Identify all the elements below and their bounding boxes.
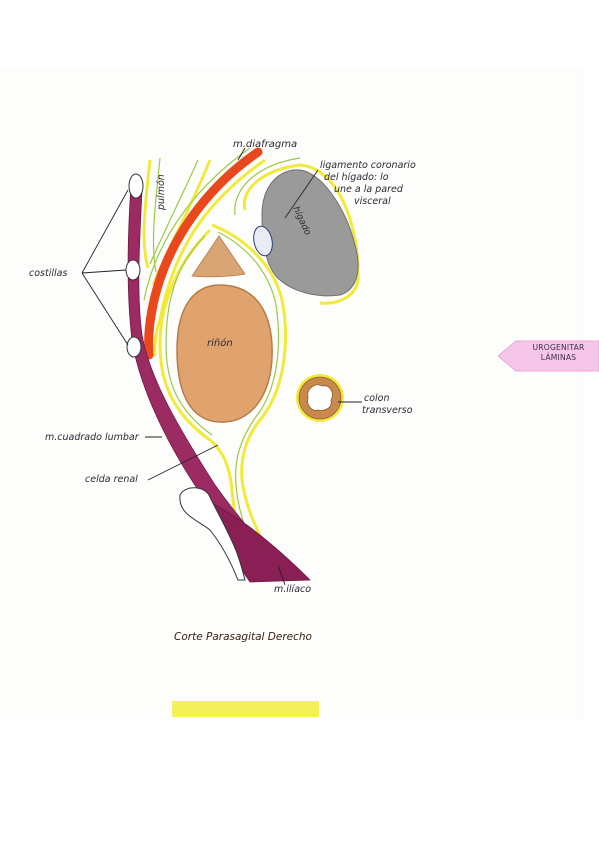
diagram-caption: Corte Parasagital Derecho bbox=[174, 631, 312, 643]
label-iliaco: m.ilíaco bbox=[274, 584, 311, 595]
tab-line-2: LÁMINAS bbox=[540, 353, 577, 362]
anatomy-diagram: m.diafragma ligamento coronario del híga… bbox=[29, 139, 416, 595]
diafragma-fascia-outer bbox=[153, 158, 266, 357]
renal-fascia-inner-right bbox=[217, 231, 280, 576]
caption-highlight bbox=[172, 701, 319, 717]
label-ligamento-3: une a la pared bbox=[334, 184, 404, 195]
colon-transverso bbox=[296, 374, 344, 422]
adrenal-gland bbox=[191, 235, 246, 278]
label-costillas: costillas bbox=[29, 268, 67, 279]
kidney-organ bbox=[176, 284, 273, 423]
drawing-sheet: m.diafragma ligamento coronario del híga… bbox=[0, 70, 583, 718]
tab-line-1: UROGENITAR bbox=[532, 343, 585, 352]
label-ligamento-1: ligamento coronario bbox=[320, 160, 416, 171]
label-rinon: riñón bbox=[207, 337, 233, 349]
label-ligamento-2: del hígado: lo bbox=[324, 172, 389, 183]
costillas-bones bbox=[125, 173, 144, 358]
label-cuadrado-lumbar: m.cuadrado lumbar bbox=[45, 432, 140, 443]
label-celda-renal: celda renal bbox=[85, 474, 138, 485]
ligamento-coronario-oval bbox=[253, 225, 273, 257]
label-colon-2: transverso bbox=[362, 405, 413, 416]
liver-fascia bbox=[242, 163, 360, 305]
renal-fascia-inner bbox=[165, 235, 213, 436]
label-pulmon: pulmón bbox=[156, 174, 167, 211]
iliac-bone bbox=[179, 487, 246, 581]
liver-fascia-green bbox=[234, 157, 301, 216]
leader-lines bbox=[81, 147, 362, 586]
renal-fascia-outer-right bbox=[211, 223, 287, 571]
label-diafragma: m.diafragma bbox=[233, 139, 297, 150]
tab-text: UROGENITAR LÁMINAS bbox=[518, 343, 599, 363]
label-ligamento-4: visceral bbox=[354, 196, 391, 207]
urogenital-tab[interactable] bbox=[498, 340, 599, 372]
diafragma-fascia-inner bbox=[143, 147, 251, 301]
label-colon-1: colon bbox=[364, 393, 390, 404]
liver-organ bbox=[261, 169, 359, 297]
diafragma-muscle bbox=[144, 147, 263, 360]
